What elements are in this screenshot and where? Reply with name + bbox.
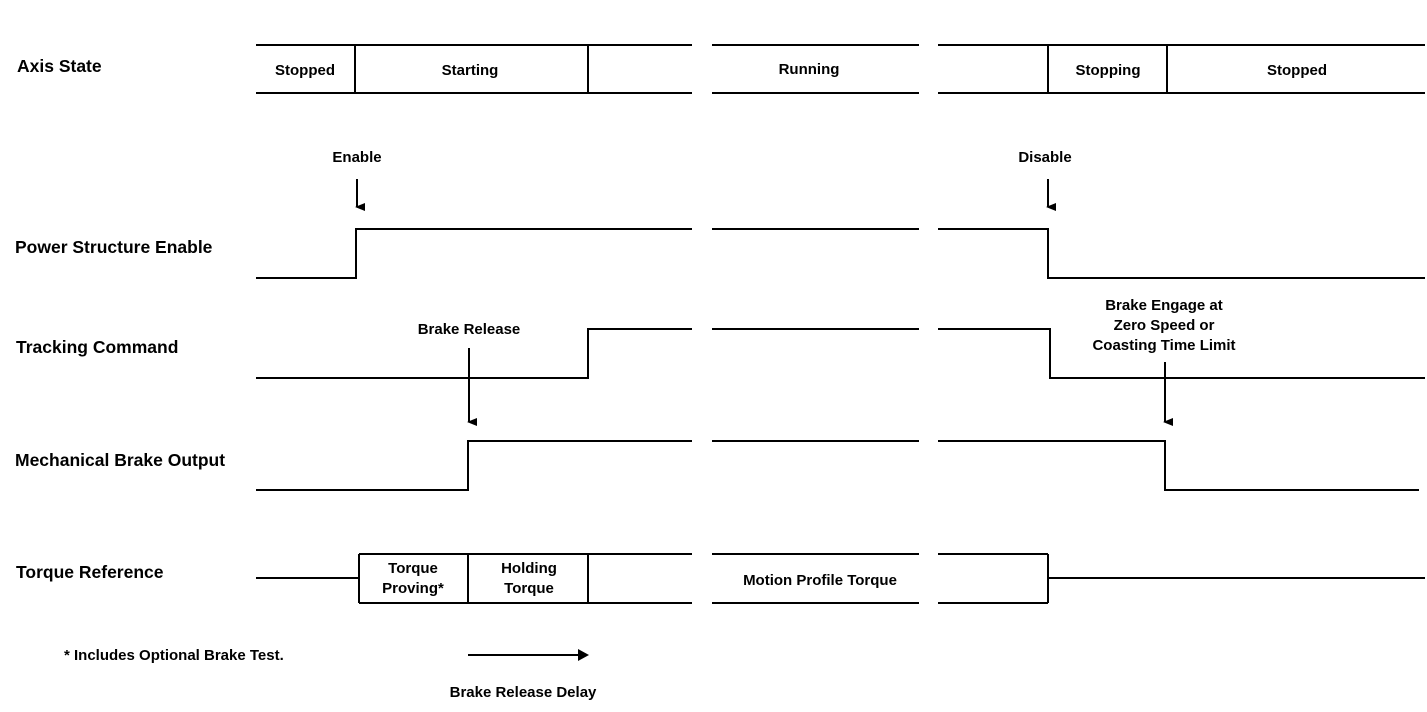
event-brake-release-label: Brake Release bbox=[418, 321, 521, 338]
torque-proving-line2: Proving* bbox=[382, 580, 444, 597]
row-label-axis-state: Axis State bbox=[17, 56, 102, 76]
event-brake-engage-line1: Brake Engage at bbox=[1105, 297, 1223, 314]
torque-reference-signal bbox=[256, 553, 1425, 604]
row-label-power-structure-enable: Power Structure Enable bbox=[15, 237, 213, 257]
axis-state-timeline bbox=[256, 44, 1425, 94]
row-label-tracking-command: Tracking Command bbox=[16, 337, 178, 357]
axis-state-running: Running bbox=[779, 61, 840, 78]
holding-torque-line2: Torque bbox=[504, 580, 554, 597]
axis-state-stopped-start: Stopped bbox=[275, 62, 335, 79]
row-label-mechanical-brake-output: Mechanical Brake Output bbox=[15, 450, 225, 470]
motion-profile-torque: Motion Profile Torque bbox=[743, 572, 897, 589]
footnote: * Includes Optional Brake Test. bbox=[64, 647, 284, 664]
axis-state-stopped-end: Stopped bbox=[1267, 62, 1327, 79]
holding-torque-line1: Holding bbox=[501, 560, 557, 577]
brake-release-delay-arrowhead bbox=[578, 649, 589, 661]
power-structure-enable-signal bbox=[256, 228, 1425, 279]
event-brake-engage-line2: Zero Speed or bbox=[1114, 317, 1215, 334]
axis-state-starting: Starting bbox=[442, 62, 499, 79]
torque-proving-line1: Torque bbox=[388, 560, 438, 577]
row-label-torque-reference: Torque Reference bbox=[16, 562, 164, 582]
event-brake-engage-line3: Coasting Time Limit bbox=[1092, 337, 1235, 354]
event-enable-label: Enable bbox=[332, 149, 381, 166]
tracking-command-signal bbox=[256, 328, 1425, 379]
axis-state-stopping: Stopping bbox=[1076, 62, 1141, 79]
event-disable-label: Disable bbox=[1018, 149, 1071, 166]
mechanical-brake-output-signal bbox=[256, 440, 1419, 491]
brake-release-delay-label: Brake Release Delay bbox=[450, 684, 597, 701]
